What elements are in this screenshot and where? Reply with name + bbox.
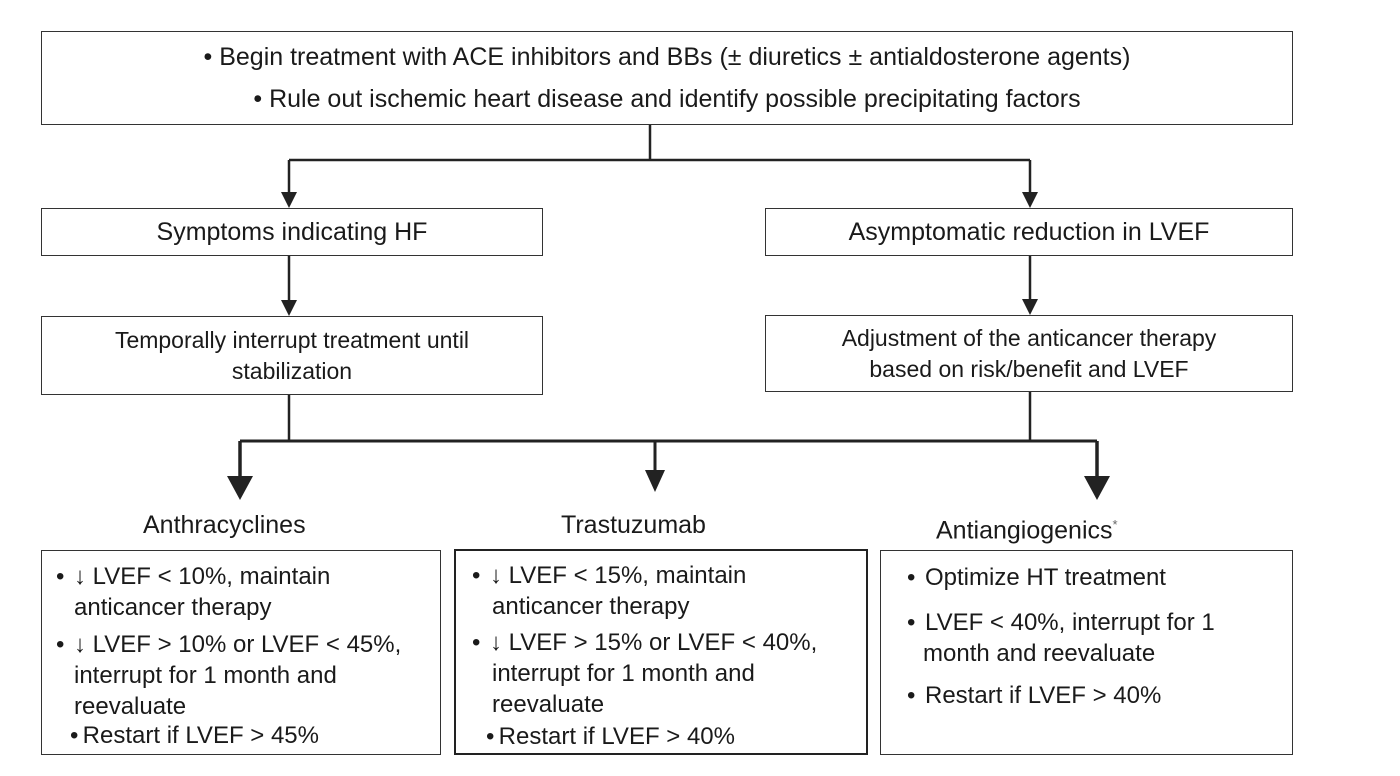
antiangiogenics-box: •Optimize HT treatment •LVEF < 40%, inte… (880, 550, 1293, 755)
bullet-item: •Restart if LVEF > 40% (907, 682, 1162, 709)
arrowhead (645, 470, 665, 492)
footnote-marker: * (1112, 517, 1118, 532)
bullet-item: •↓ LVEF > 10% or LVEF < 45%, (56, 631, 402, 658)
adjust-therapy-box: Adjustment of the anticancer therapy bas… (765, 315, 1293, 392)
interrupt-treatment-line-1: Temporally interrupt treatment until (114, 326, 470, 353)
bullet-item: month and reevaluate (923, 640, 1156, 667)
adjust-therapy-line-2: based on risk/benefit and LVEF (869, 355, 1189, 382)
bullet-item: •↓ LVEF > 15% or LVEF < 40%, (472, 629, 818, 656)
bullet-item: anticancer therapy (492, 593, 690, 620)
bullet-item: •↓ LVEF < 15%, maintain (472, 562, 747, 589)
bullet-item: •Optimize HT treatment (907, 564, 1166, 591)
anthracyclines-box: •↓ LVEF < 10%, maintain anticancer thera… (41, 550, 441, 755)
adjust-therapy-line-1: Adjustment of the anticancer therapy (841, 324, 1217, 351)
symptoms-hf-label: Symptoms indicating HF (156, 218, 428, 246)
bullet-item: •↓ LVEF < 10%, maintain (56, 563, 331, 590)
symptoms-hf-box: Symptoms indicating HF (41, 208, 543, 256)
asymptomatic-lvef-box: Asymptomatic reduction in LVEF (765, 208, 1293, 256)
trastuzumab-title: Trastuzumab (561, 511, 706, 539)
bullet-item: anticancer therapy (74, 594, 272, 621)
anthracyclines-title: Anthracyclines (143, 511, 306, 539)
arrowhead (281, 300, 297, 316)
bullet-item: reevaluate (74, 693, 187, 720)
initial-treatment-line-1: • Begin treatment with ACE inhibitors an… (203, 43, 1131, 71)
initial-treatment-box: • Begin treatment with ACE inhibitors an… (41, 31, 1293, 125)
bullet-item: reevaluate (492, 691, 605, 718)
arrowhead (227, 476, 253, 500)
arrowhead (281, 192, 297, 208)
trastuzumab-box: •↓ LVEF < 15%, maintain anticancer thera… (454, 549, 868, 755)
asymptomatic-lvef-label: Asymptomatic reduction in LVEF (848, 218, 1210, 246)
bullet-item: interrupt for 1 month and (74, 662, 337, 689)
initial-treatment-line-2: • Rule out ischemic heart disease and id… (253, 85, 1081, 113)
interrupt-treatment-line-2: stabilization (231, 357, 353, 384)
bullet-item: • Restart if LVEF > 40% (486, 723, 735, 750)
antiangiogenics-title: Antiangiogenics* (936, 516, 1118, 545)
bullet-item: •LVEF < 40%, interrupt for 1 (907, 609, 1215, 636)
arrowhead (1022, 299, 1038, 315)
bullet-item: • Restart if LVEF > 45% (70, 722, 319, 749)
arrowhead (1022, 192, 1038, 208)
bullet-item: interrupt for 1 month and (492, 660, 755, 687)
arrowhead (1084, 476, 1110, 500)
interrupt-treatment-box: Temporally interrupt treatment until sta… (41, 316, 543, 395)
